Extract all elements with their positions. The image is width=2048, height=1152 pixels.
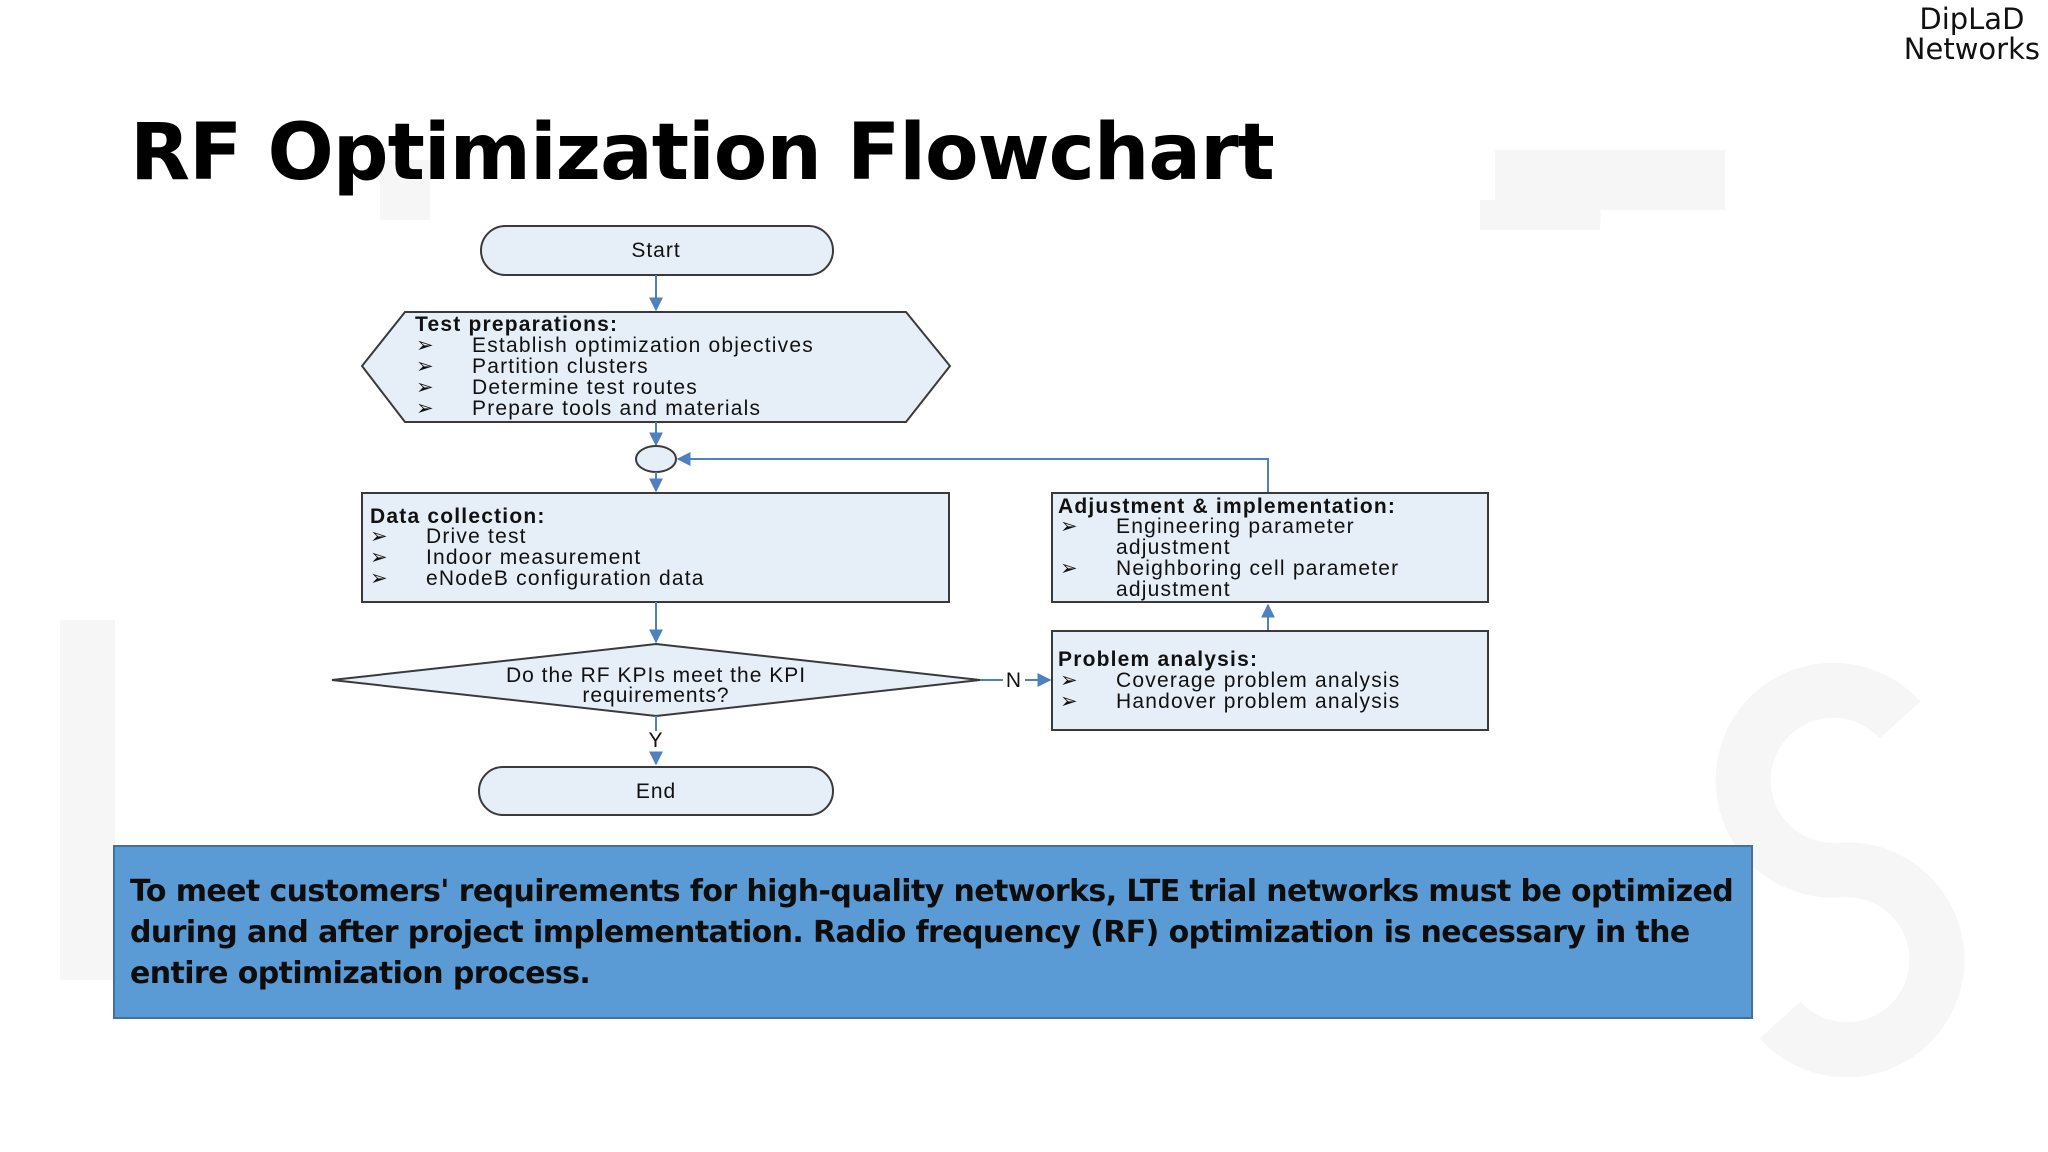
adjustment-item: Neighboring cell parameter (1116, 557, 1399, 580)
connector-adjustment-loopback (676, 452, 1269, 493)
slide-title: RF Optimization Flowchart (130, 108, 1275, 198)
bullet-icon: ➢ (1060, 690, 1079, 713)
decision-yes-label: Y (648, 729, 663, 752)
problem-analysis-item: Coverage problem analysis (1116, 669, 1400, 692)
bullet-icon: ➢ (370, 546, 389, 569)
problem-analysis-step: Problem analysis: ➢ Coverage problem ana… (1051, 630, 1489, 731)
bullet-icon: ➢ (416, 376, 435, 399)
caption-text: To meet customers' requirements for high… (130, 874, 1734, 991)
problem-analysis-item: Handover problem analysis (1116, 690, 1400, 713)
caption-box: To meet customers' requirements for high… (113, 845, 1753, 1019)
end-terminator: End (478, 766, 834, 816)
data-collection-heading: Data collection: (370, 505, 546, 528)
bullet-icon: ➢ (370, 567, 389, 590)
bullet-icon: ➢ (416, 397, 435, 420)
decision-question-line1: Do the RF KPIs meet the KPI (506, 664, 806, 687)
adjustment-item: Engineering parameter (1116, 515, 1355, 538)
bullet-icon: ➢ (1060, 515, 1079, 538)
problem-analysis-heading: Problem analysis: (1058, 648, 1258, 671)
test-preparations-step: Test preparations: ➢ Establish optimizat… (360, 311, 952, 423)
data-collection-item: Drive test (426, 525, 527, 548)
data-collection-item: eNodeB configuration data (426, 567, 705, 590)
bullet-icon: ➢ (370, 525, 389, 548)
start-terminator: Start (480, 225, 834, 276)
decision-no-label: N (1006, 669, 1022, 692)
data-collection-item: Indoor measurement (426, 546, 641, 569)
brand-name-line2: Networks (1903, 32, 2040, 66)
test-prep-item: Determine test routes (472, 376, 698, 399)
adjustment-implementation-step: Adjustment & implementation: ➢ Engineeri… (1051, 492, 1489, 603)
test-prep-item: Prepare tools and materials (472, 397, 761, 420)
adjustment-item: adjustment (1116, 536, 1231, 559)
junction-connector (635, 445, 677, 473)
start-label: Start (631, 239, 680, 262)
adjustment-item: adjustment (1116, 578, 1231, 601)
end-label: End (636, 780, 676, 803)
test-prep-item: Partition clusters (472, 355, 649, 378)
bullet-icon: ➢ (416, 334, 435, 357)
bullet-icon: ➢ (1060, 557, 1079, 580)
bullet-icon: ➢ (1060, 669, 1079, 692)
brand-name-line1: DipLaD (1919, 2, 2025, 36)
test-preparations-heading: Test preparations: (415, 313, 618, 336)
bullet-icon: ➢ (416, 355, 435, 378)
brand-logo: DipLaD Networks (1904, 4, 2040, 64)
test-prep-item: Establish optimization objectives (472, 334, 814, 357)
data-collection-step: Data collection: ➢ Drive test ➢ Indoor m… (361, 492, 950, 603)
kpi-decision: Do the RF KPIs meet the KPI requirements… (331, 642, 981, 718)
decision-question-line2: requirements? (582, 684, 729, 707)
adjustment-heading: Adjustment & implementation: (1058, 495, 1396, 518)
